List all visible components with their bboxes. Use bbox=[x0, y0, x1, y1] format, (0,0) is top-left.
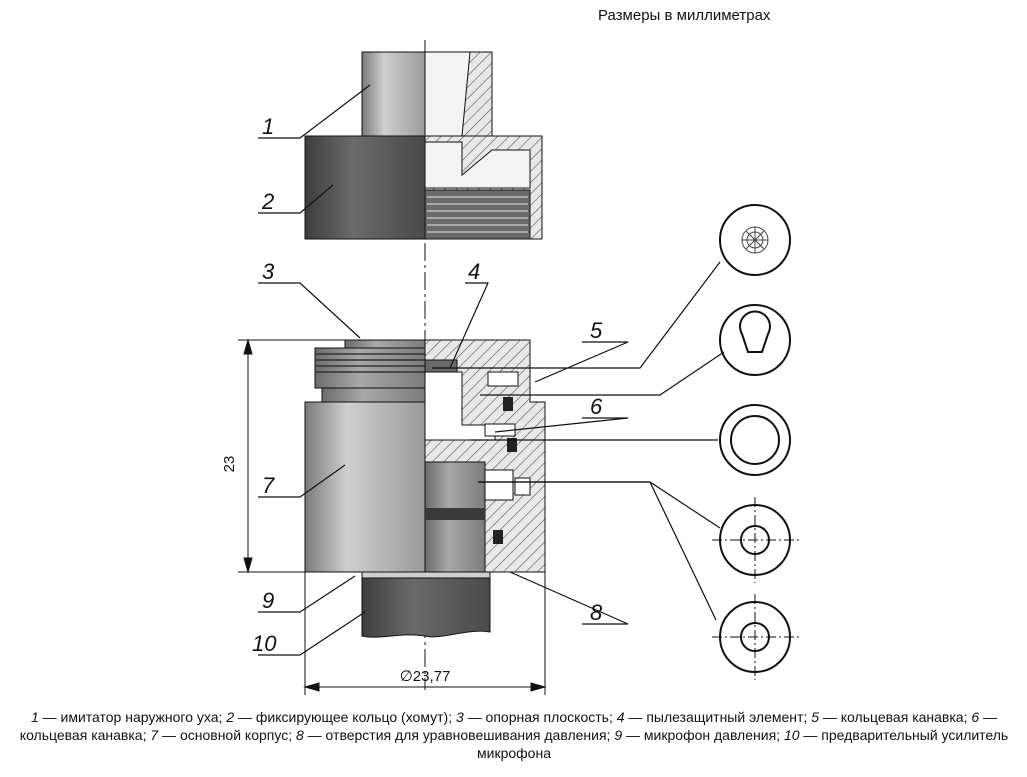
main-body bbox=[304, 339, 546, 573]
label-1: 1 bbox=[262, 114, 274, 139]
label-4: 4 bbox=[468, 259, 480, 284]
units-note: Размеры в миллиметрах bbox=[598, 7, 771, 24]
clamp-ring bbox=[304, 135, 543, 240]
label-9: 9 bbox=[262, 588, 274, 613]
microphone-preamplifier bbox=[361, 571, 491, 638]
label-8: 8 bbox=[590, 600, 603, 625]
caption-item-number: 9 bbox=[614, 727, 623, 743]
assembly-drawing: 23 ∅23,77 1 2 3 4 5 6 7 8 9 10 bbox=[221, 40, 800, 695]
label-6: 6 bbox=[590, 394, 603, 419]
caption-item-number: 7 bbox=[150, 727, 159, 743]
caption-item-text: — основной корпус; bbox=[158, 727, 296, 743]
label-5: 5 bbox=[590, 318, 603, 343]
caption-item-text: — кольцевая канавка; bbox=[19, 709, 998, 743]
figure-caption: 1 — имитатор наружного уха; 2 — фиксирую… bbox=[8, 708, 1020, 762]
caption-item-number: 1 bbox=[30, 709, 39, 725]
caption-item-text: — микрофон давления; bbox=[622, 727, 784, 743]
caption-item-number: 3 bbox=[455, 709, 464, 725]
caption-item-number: 10 bbox=[783, 727, 800, 743]
caption-item-text: — отверстия для уравновешивания давления… bbox=[303, 727, 615, 743]
dimension-diameter: ∅23,77 bbox=[400, 668, 451, 685]
caption-item-number: 8 bbox=[295, 727, 304, 743]
caption-item-number: 4 bbox=[616, 709, 625, 725]
caption-item-text: — опорная плоскость; bbox=[463, 709, 617, 725]
ear-simulator bbox=[361, 51, 493, 137]
label-3: 3 bbox=[262, 259, 275, 284]
caption-item-text: — фиксирующее кольцо (хомут); bbox=[234, 709, 456, 725]
label-10: 10 bbox=[252, 631, 277, 656]
dimension-height: 23 bbox=[221, 456, 238, 473]
label-2: 2 bbox=[261, 189, 274, 214]
caption-item-text: — кольцевая канавка; bbox=[819, 709, 972, 725]
caption-item-text: — предварительный усилитель микрофона bbox=[477, 727, 1009, 761]
label-7: 7 bbox=[262, 473, 275, 498]
caption-item-number: 5 bbox=[811, 709, 819, 725]
dimension-lines bbox=[238, 338, 547, 695]
detail-circles bbox=[712, 204, 800, 680]
leader-lines bbox=[258, 84, 725, 656]
caption-item-number: 6 bbox=[971, 709, 980, 725]
caption-item-number: 2 bbox=[226, 709, 235, 725]
caption-item-text: — имитатор наружного уха; bbox=[38, 709, 227, 725]
caption-item-text: — пылезащитный элемент; bbox=[624, 709, 812, 725]
